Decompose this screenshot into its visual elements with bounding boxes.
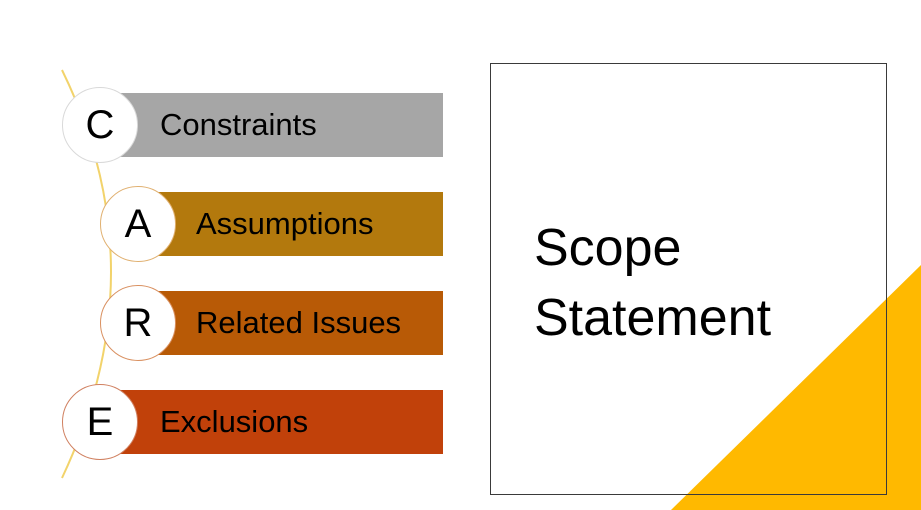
letter-e-circle: E xyxy=(62,384,138,460)
constraints-label: Constraints xyxy=(160,107,317,142)
assumptions-label: Assumptions xyxy=(196,206,374,241)
letter-r-circle: R xyxy=(100,285,176,361)
scope-statement-title: Scope Statement xyxy=(534,213,874,353)
letter-e: E xyxy=(86,400,114,444)
letter-a: A xyxy=(124,202,152,246)
related-issues-bar: Related Issues xyxy=(140,291,443,355)
scope-title-line1: Scope xyxy=(534,219,682,277)
exclusions-bar: Exclusions xyxy=(103,390,443,454)
exclusions-label: Exclusions xyxy=(160,404,309,439)
letter-c: C xyxy=(85,103,115,147)
letter-c-circle: C xyxy=(62,87,138,163)
letter-r: R xyxy=(123,301,153,345)
related-issues-label: Related Issues xyxy=(196,305,402,340)
letter-a-circle: A xyxy=(100,186,176,262)
scope-title-line2: Statement xyxy=(534,289,772,347)
constraints-bar: Constraints xyxy=(103,93,443,157)
scope-statement-box xyxy=(490,63,887,495)
assumptions-bar: Assumptions xyxy=(140,192,443,256)
